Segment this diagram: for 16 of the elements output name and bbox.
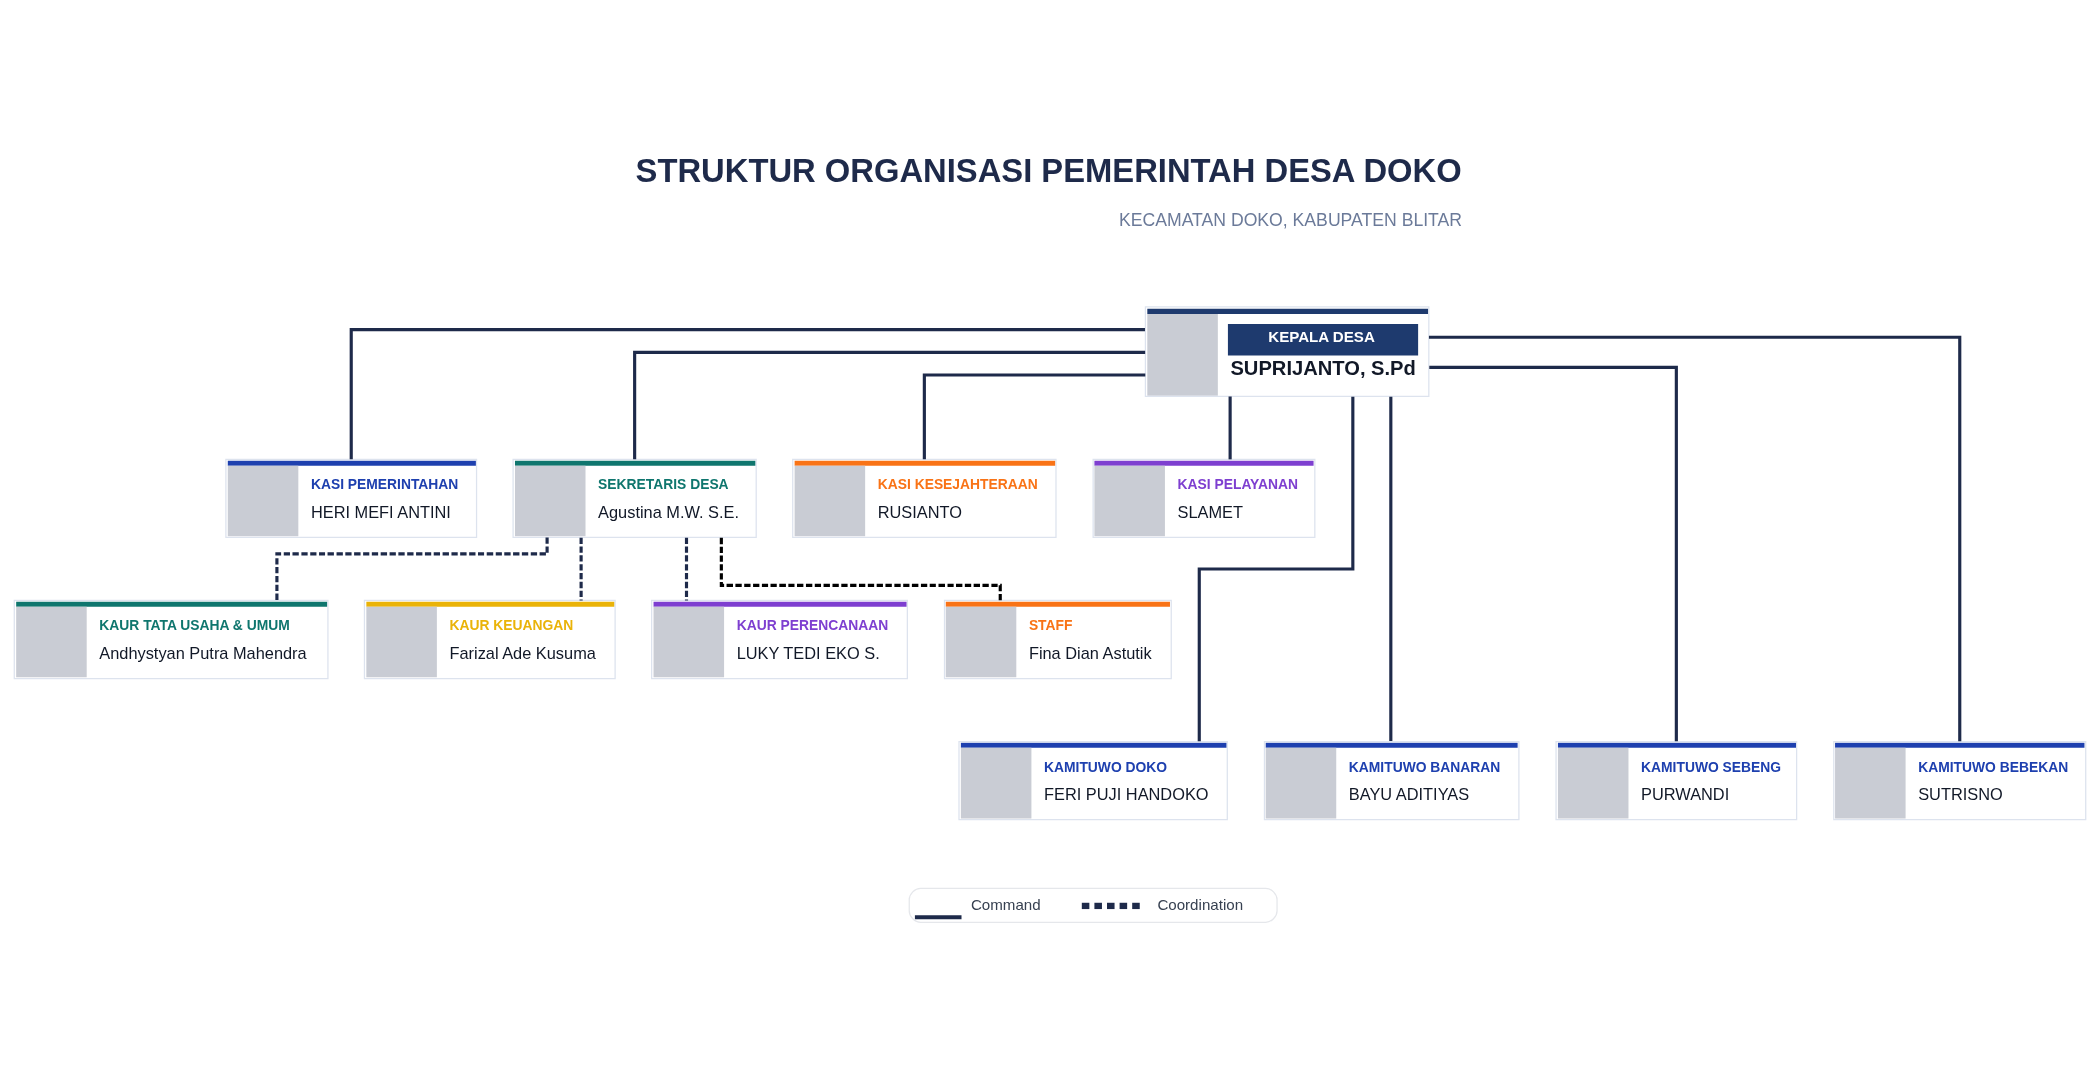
connector [349,328,1145,460]
connector [719,537,1002,601]
connector [1228,396,1232,460]
diagram-title: STRUKTUR ORGANISASI PEMERINTAH DESA DOKO [635,152,1462,190]
legend-label: Coordination [1157,895,1244,913]
connector [633,350,1146,460]
connector [579,537,583,601]
connector [1428,335,1962,742]
connector [1197,396,1355,742]
connector [1429,365,1678,742]
connector [922,373,1146,460]
label: KECAMATAN DOKO, KABUPATEN BLITAR [1118,209,1463,230]
legend-label: Command [970,895,1041,913]
connector [684,537,689,601]
connector [275,537,549,601]
connector [1389,396,1393,742]
